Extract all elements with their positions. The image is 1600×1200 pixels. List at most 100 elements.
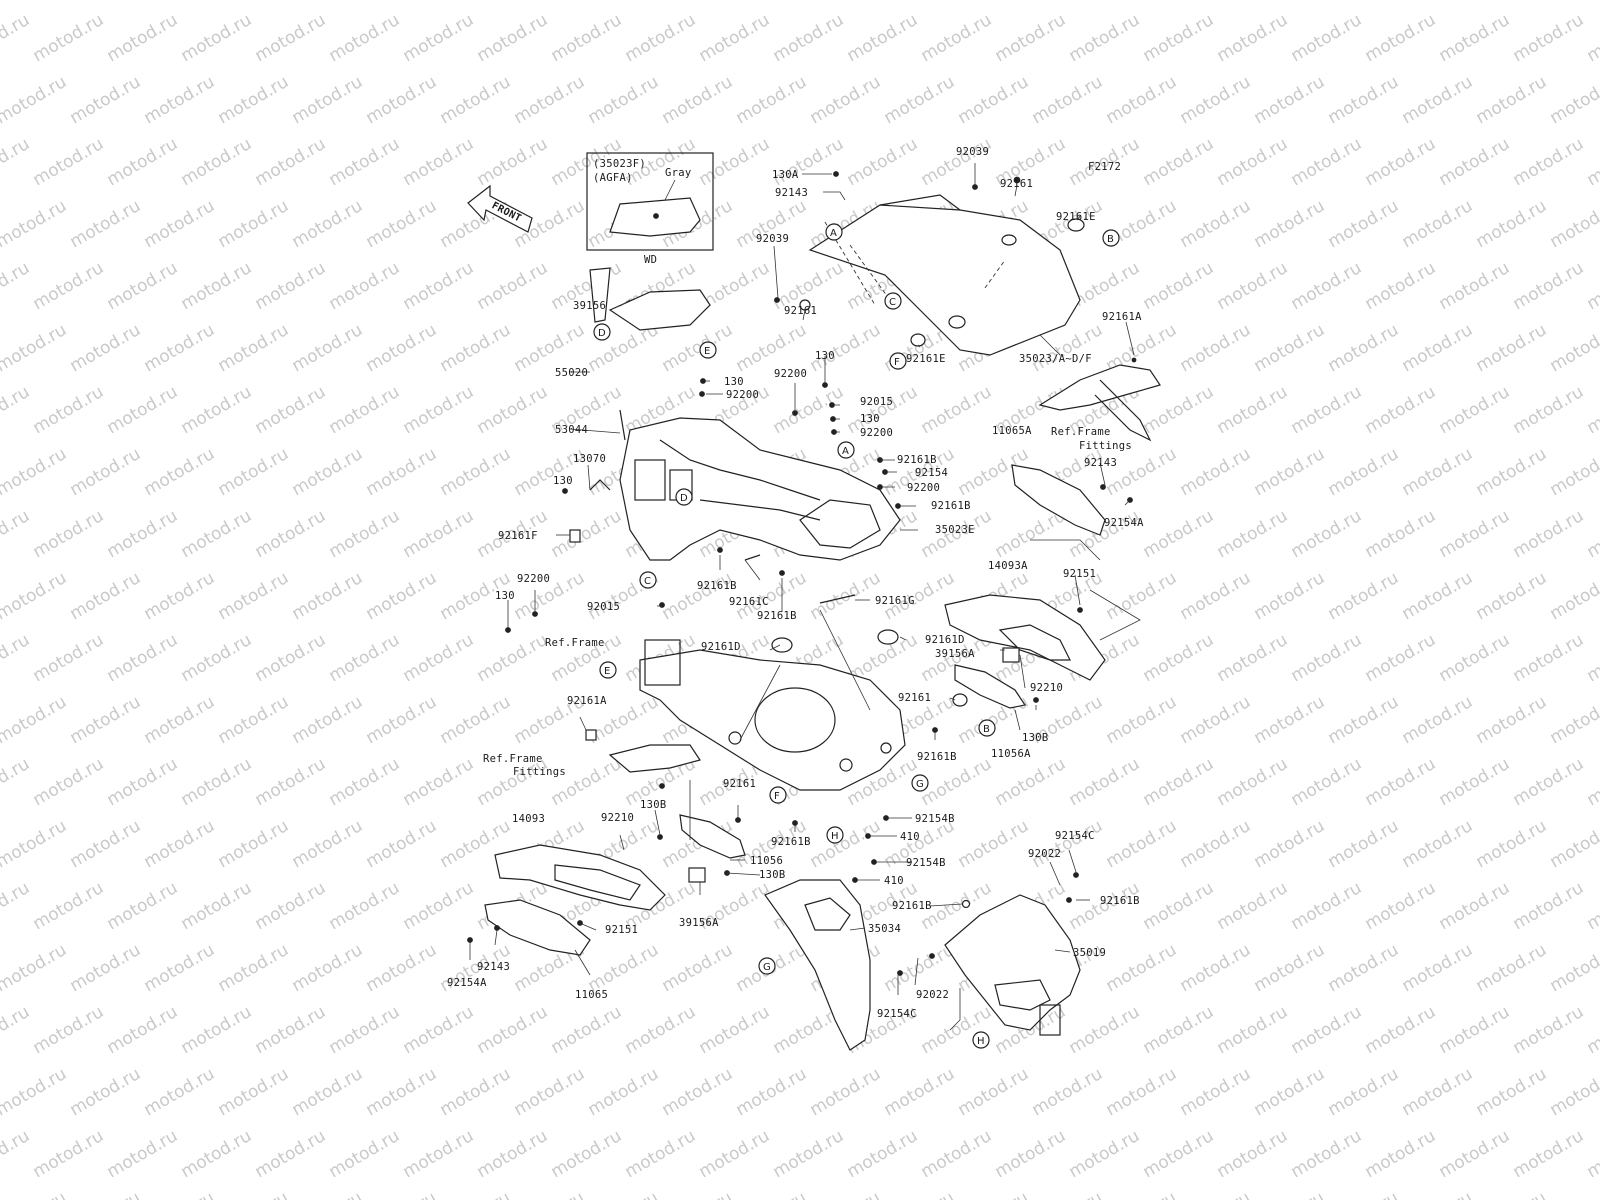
callout-g-2: G [758, 957, 776, 975]
part-label: 92161F [498, 530, 538, 542]
part-label: 92200 [860, 427, 893, 439]
part-label: 39156A [679, 917, 719, 929]
part-label: 92154C [1055, 830, 1095, 842]
part-label: 39156 [573, 300, 606, 312]
inset-color: Gray [665, 167, 692, 179]
callout-c-2: C [639, 571, 657, 589]
part-label: 92022 [916, 989, 949, 1001]
svg-text:C: C [644, 576, 651, 587]
svg-text:H: H [977, 1036, 985, 1047]
side-cover-left-part [494, 844, 666, 911]
part-label: 130 [815, 350, 835, 362]
callout-b-1: B [1102, 229, 1120, 247]
bracket-11056A-part [954, 664, 1026, 709]
part-label: 92161 [898, 692, 931, 704]
inset-variant: (AGFA) [593, 172, 633, 184]
inset-box: (35023F) (AGFA) Gray WD [586, 152, 714, 266]
rear-fender-part [808, 194, 1081, 356]
part-label: 92015 [587, 601, 620, 613]
part-label: 130 [860, 413, 880, 425]
part-label: 92154 [915, 467, 948, 479]
part-label: 92154A [447, 977, 487, 989]
callout-f-2: F [769, 786, 787, 804]
callout-h-1: H [826, 826, 844, 844]
figure-code: F2172 [1088, 161, 1121, 173]
callout-h-2: H [972, 1031, 990, 1049]
part-label: 92161G [875, 595, 915, 607]
inset-part: (35023F) [593, 158, 646, 170]
callout-b-2: B [978, 719, 996, 737]
part-label: 92200 [907, 482, 940, 494]
seat-bracket-part [589, 267, 711, 331]
part-label: 11056A [991, 748, 1031, 760]
callout-c-1: C [884, 292, 902, 310]
inset-caption: WD [644, 254, 657, 266]
part-label: 92143 [1084, 457, 1117, 469]
part-label: 92161B [931, 500, 971, 512]
part-label: 410 [900, 831, 920, 843]
part-label: 11065 [575, 989, 608, 1001]
part-label: 14093A [988, 560, 1028, 572]
ref-frame-fittings-right-label-2: Fittings [1079, 440, 1132, 452]
part-label: 92200 [774, 368, 807, 380]
svg-text:B: B [983, 724, 990, 735]
side-cover-right-part [944, 594, 1106, 681]
ref-frame-fittings-label-1: Ref.Frame [483, 753, 543, 765]
part-label: 92143 [477, 961, 510, 973]
svg-text:B: B [1107, 234, 1114, 245]
part-label: 92039 [956, 146, 989, 158]
rear-mudguard-35034-part [764, 879, 871, 1051]
callout-e-2: E [599, 661, 617, 679]
frame-fitting-left [608, 744, 701, 773]
callout-d-1: D [593, 323, 611, 341]
cover-11065-part [484, 899, 591, 956]
svg-text:F: F [894, 357, 900, 368]
svg-text:G: G [763, 962, 771, 973]
frame-fitting-right [1038, 364, 1161, 442]
part-label: 35019 [1073, 947, 1106, 959]
frame-assembly-part [619, 417, 901, 561]
part-label: 92161B [897, 454, 937, 466]
part-label: 92154B [915, 813, 955, 825]
part-label: 14093 [512, 813, 545, 825]
part-label: 92161D [925, 634, 965, 646]
svg-text:A: A [842, 446, 849, 457]
part-label: 92154B [906, 857, 946, 869]
part-label: 92161B [697, 580, 737, 592]
part-label: 92154A [1104, 517, 1144, 529]
part-label: 39156A [935, 648, 975, 660]
part-label: 92161B [892, 900, 932, 912]
part-label: 53044 [555, 424, 588, 436]
part-label: 130 [495, 590, 515, 602]
part-label: 130 [553, 475, 573, 487]
part-label: 92151 [1063, 568, 1096, 580]
part-label: 92161E [1056, 211, 1096, 223]
part-label: 92210 [601, 812, 634, 824]
part-label: 35034 [868, 923, 901, 935]
svg-text:E: E [604, 666, 610, 677]
part-label: 92161E [906, 353, 946, 365]
small-parts [467, 171, 1137, 976]
part-label: 92161C [729, 596, 769, 608]
part-label: 92039 [756, 233, 789, 245]
svg-text:A: A [830, 228, 837, 239]
svg-text:D: D [598, 328, 606, 339]
part-label: 55020 [555, 367, 588, 379]
part-label: 92151 [605, 924, 638, 936]
part-label: 130B [1022, 732, 1049, 744]
bracket-11056-part [679, 814, 746, 859]
part-label: 92161B [757, 610, 797, 622]
part-label: 92161B [771, 836, 811, 848]
part-label: 92161B [917, 751, 957, 763]
part-label: 92200 [726, 389, 759, 401]
cover-11065A-part [1011, 464, 1106, 536]
lower-frame-part [639, 639, 906, 791]
part-label: 92210 [1030, 682, 1063, 694]
part-label: 130A [772, 169, 799, 181]
part-label: 130 [724, 376, 744, 388]
callout-a-1: A [825, 223, 843, 241]
svg-text:C: C [889, 297, 896, 308]
svg-text:H: H [831, 831, 839, 842]
callout-e-1: E [699, 341, 717, 359]
callout-g-1: G [911, 774, 929, 792]
